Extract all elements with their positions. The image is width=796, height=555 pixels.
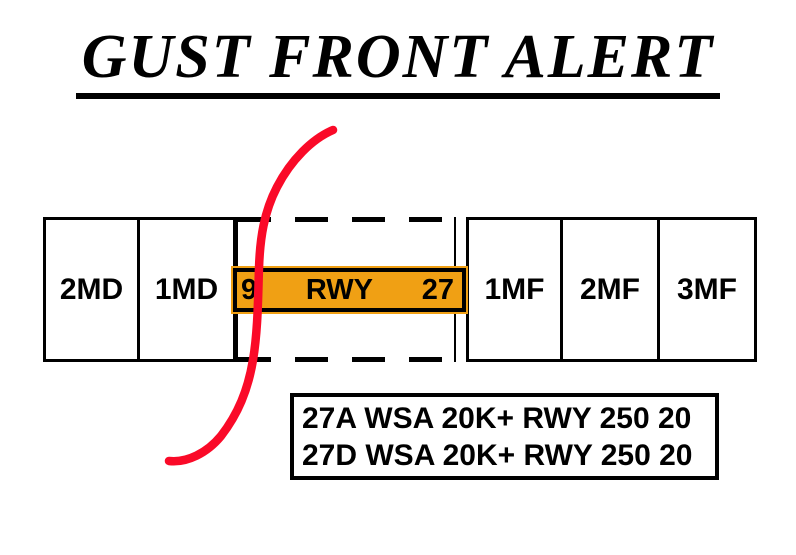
dashed-border-top bbox=[238, 217, 454, 222]
sensor-box-label: 3MF bbox=[677, 272, 737, 306]
sensor-box-2mf: 2MF bbox=[560, 217, 660, 362]
sensor-box-label: 1MF bbox=[484, 272, 545, 306]
sensor-box-1md: 1MD bbox=[137, 217, 236, 362]
sensor-box-1mf: 1MF bbox=[466, 217, 563, 362]
alert-line-arrival: 27A WSA 20K+ RWY 250 20 bbox=[302, 401, 692, 435]
runway-status-bar-frame: 9 RWY 27 bbox=[233, 268, 466, 312]
dashed-border-bottom bbox=[238, 357, 454, 362]
page-title-text: GUST FRONT ALERT bbox=[75, 26, 721, 99]
runway-end-left-label: 9 bbox=[241, 273, 258, 306]
runway-center-label: RWY bbox=[305, 273, 373, 306]
page-title: GUST FRONT ALERT bbox=[0, 26, 796, 99]
alert-line-departure: 27D WSA 20K+ RWY 250 20 bbox=[302, 438, 693, 472]
sensor-box-3mf: 3MF bbox=[657, 217, 757, 362]
runway-status-bar: 9 RWY 27 bbox=[231, 266, 468, 314]
runway-end-right-label: 27 bbox=[421, 273, 454, 306]
sensor-box-label: 2MD bbox=[59, 272, 124, 306]
sensor-box-label: 2MF bbox=[580, 272, 640, 306]
sensor-box-label: 1MD bbox=[154, 272, 219, 306]
sensor-box-2md: 2MD bbox=[43, 217, 140, 362]
alert-message-box: 27A WSA 20K+ RWY 250 20 27D WSA 20K+ RWY… bbox=[290, 393, 719, 480]
